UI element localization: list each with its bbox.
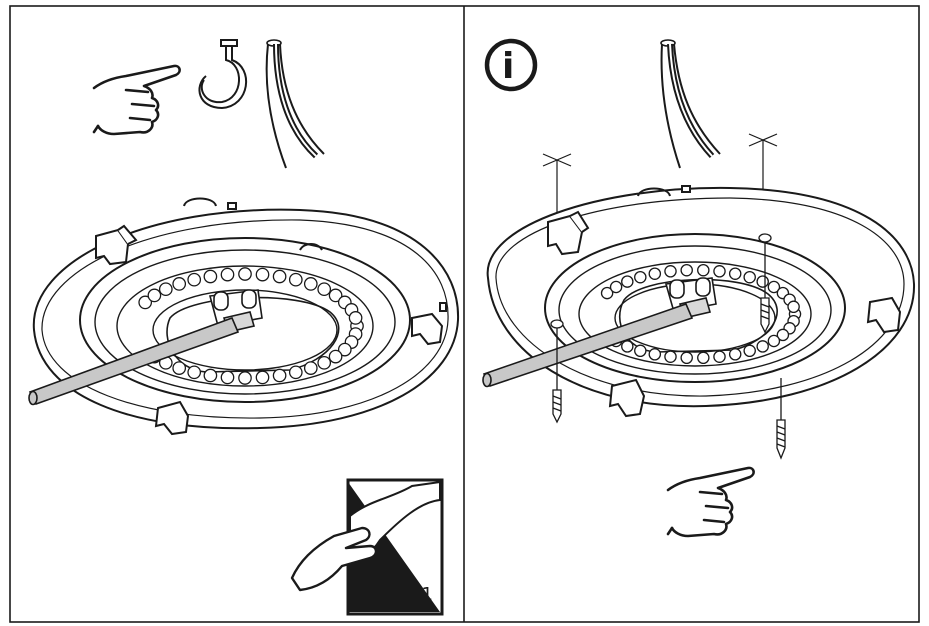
led-dot	[220, 267, 235, 282]
led-dot	[138, 295, 153, 310]
led-dot	[328, 288, 343, 303]
info-symbol: i	[502, 46, 514, 87]
led-dot	[609, 280, 623, 294]
power-cable-icon	[265, 39, 325, 169]
mounting-rod-right	[482, 303, 694, 388]
left-panel: 11	[28, 39, 460, 616]
info-icon: i	[484, 38, 538, 92]
screw-icon	[550, 319, 564, 424]
mounting-rod-left	[28, 316, 240, 406]
led-dot	[288, 272, 303, 287]
led-dot	[317, 282, 332, 297]
led-dot	[272, 368, 287, 383]
led-dot	[303, 361, 318, 375]
led-dot	[648, 348, 662, 361]
led-dot	[238, 267, 252, 281]
led-dot	[187, 365, 202, 380]
screw-icon	[758, 233, 772, 334]
right-panel: i	[482, 38, 916, 538]
screw-icon	[776, 378, 786, 460]
led-dot	[348, 311, 363, 325]
led-dot	[158, 282, 173, 297]
led-dot	[600, 286, 614, 300]
led-dot	[756, 340, 769, 353]
led-dot	[255, 267, 270, 282]
ceiling-hook-icon	[198, 39, 248, 110]
led-dot	[317, 355, 332, 370]
led-dot	[743, 270, 756, 284]
led-dot	[172, 361, 187, 375]
led-dot	[648, 267, 662, 280]
led-dot	[776, 328, 790, 342]
led-dot	[664, 350, 677, 363]
terminal-block-right	[664, 277, 717, 319]
led-dot	[634, 344, 647, 358]
led-dot	[634, 270, 647, 284]
led-dot	[187, 272, 202, 287]
led-dot	[288, 365, 303, 380]
pointing-hand-icon	[666, 466, 755, 538]
led-ring-left	[138, 267, 364, 385]
led-dot	[713, 350, 726, 363]
terminal-block-left	[208, 289, 263, 333]
led-dot	[337, 342, 352, 357]
led-dot	[743, 344, 756, 358]
led-dot	[728, 348, 742, 361]
led-dot	[203, 269, 218, 284]
led-dot	[238, 371, 252, 385]
led-dot	[697, 351, 710, 365]
led-dot	[756, 275, 769, 288]
led-dot	[728, 267, 742, 280]
led-dot	[303, 277, 318, 291]
led-dot	[697, 263, 710, 277]
led-dot	[172, 277, 187, 291]
drill-marks	[542, 133, 778, 214]
led-dot	[680, 351, 693, 365]
led-ring-right	[600, 263, 802, 365]
power-cable-icon	[660, 39, 721, 169]
led-dot	[664, 265, 677, 278]
led-dot	[767, 280, 781, 294]
led-dot	[328, 349, 343, 364]
led-dot	[767, 334, 781, 348]
led-dot	[713, 265, 726, 278]
page-number: 11	[410, 584, 433, 605]
peel-page-icon: 11	[290, 478, 444, 616]
led-dot	[147, 288, 162, 303]
pointing-hand-icon	[92, 64, 181, 136]
led-dot	[680, 263, 693, 277]
led-dot	[272, 269, 287, 284]
led-dot	[255, 370, 270, 385]
led-dot	[220, 370, 235, 385]
led-dot	[621, 275, 634, 288]
led-dot	[203, 368, 218, 383]
led-dot	[621, 340, 634, 353]
led-dot	[787, 300, 800, 314]
